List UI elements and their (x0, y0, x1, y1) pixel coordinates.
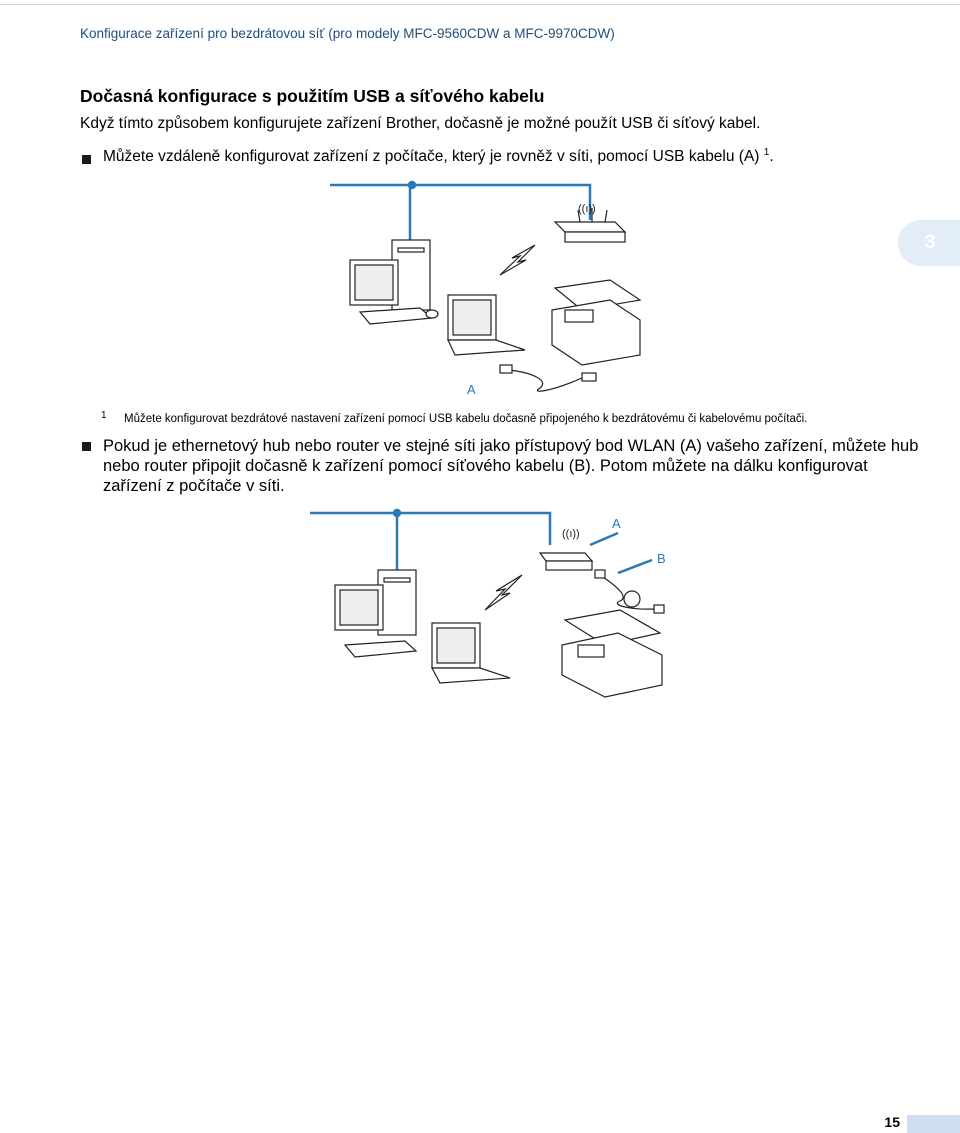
header-rule (0, 4, 960, 5)
section-title: Dočasná konfigurace s použitím USB a síť… (80, 86, 545, 106)
wireless-signal-icon (484, 574, 523, 611)
figure2-label-a: A (612, 516, 621, 531)
svg-text:((ı)): ((ı)) (562, 528, 580, 540)
router-icon: ((ı)) (538, 528, 594, 571)
chapter-number: 3 (924, 232, 936, 253)
figure1-label-a: A (467, 382, 476, 397)
printer-icon (551, 279, 642, 366)
laptop-icon (431, 622, 511, 684)
printer-icon (561, 609, 663, 698)
bullet-1-text: Můžete vzdáleně konfigurovat zařízení z … (103, 148, 764, 166)
bullet-2-text: Pokud je ethernetový hub nebo router ve … (103, 437, 919, 495)
bullet-1: Můžete vzdáleně konfigurovat zařízení z … (103, 147, 774, 166)
lan-cable-icon (594, 569, 665, 614)
desktop-computer-icon (334, 569, 418, 658)
page-number: 15 (884, 1114, 900, 1130)
bullet-1-end: . (769, 148, 774, 166)
figure-usb-setup: ((ı)) A (330, 180, 642, 397)
page-number-bar (907, 1115, 960, 1133)
footnote-ref[interactable]: 1 (763, 147, 770, 158)
usb-cable-icon (499, 364, 597, 392)
chapter-tab[interactable] (898, 220, 960, 266)
network-lines (330, 180, 592, 240)
bullet-square-icon (82, 155, 91, 164)
running-header: Konfigurace zařízení pro bezdrátovou síť… (80, 26, 615, 41)
svg-text:((ı)): ((ı)) (578, 203, 596, 215)
footnote-number: 1 (101, 410, 107, 421)
bullet-square-icon (82, 442, 91, 451)
figure-lan-cable-setup: ((ı)) A B (310, 508, 666, 698)
desktop-computer-icon (349, 239, 439, 325)
intro-paragraph: Když tímto způsobem konfigurujete zaříze… (80, 115, 761, 132)
figure2-label-b: B (657, 551, 666, 566)
wireless-signal-icon (499, 244, 536, 276)
laptop-icon (447, 294, 526, 356)
footnote-text: Můžete konfigurovat bezdrátové nastavení… (124, 413, 808, 425)
router-icon: ((ı)) (553, 203, 627, 243)
